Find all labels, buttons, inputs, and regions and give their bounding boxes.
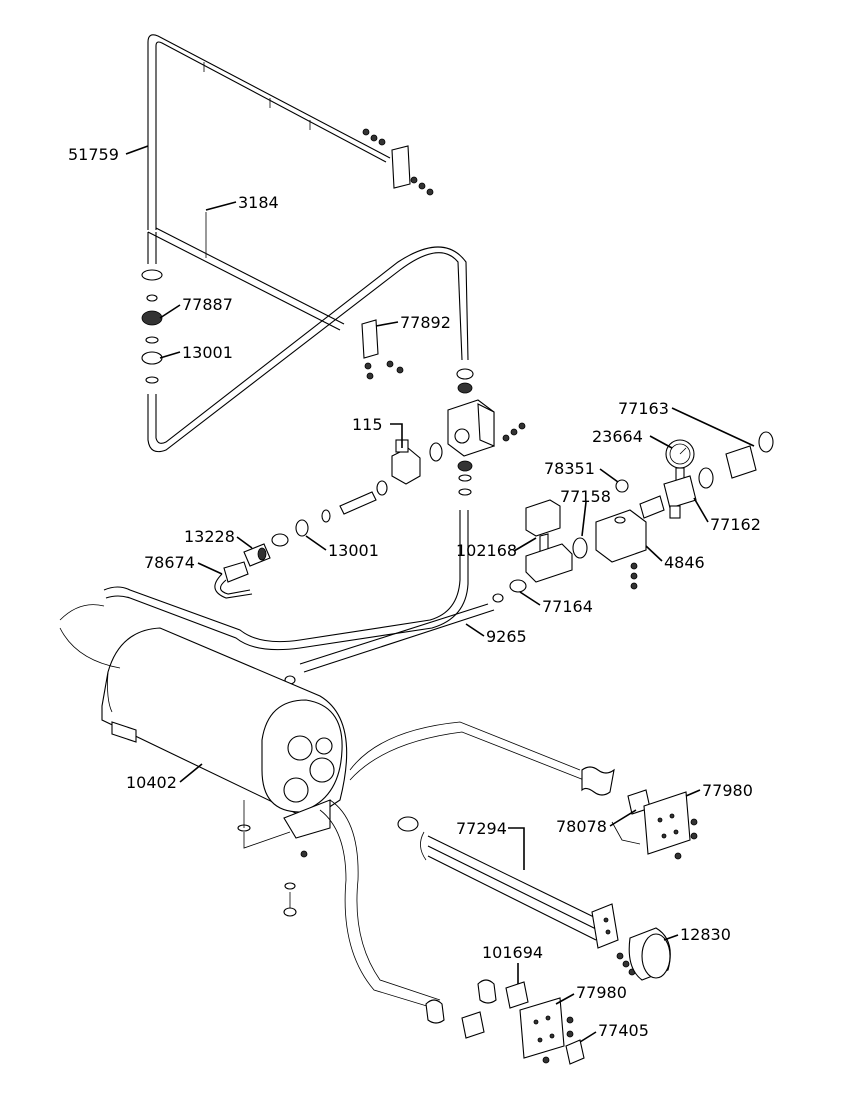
- label-13001-lower: 13001: [328, 541, 379, 560]
- label-78351: 78351: [544, 459, 595, 478]
- label-51759: 51759: [68, 145, 119, 164]
- label-115: 115: [352, 415, 383, 434]
- label-77164: 77164: [542, 597, 593, 616]
- label-77980-lower: 77980: [576, 983, 627, 1002]
- label-78078: 78078: [556, 817, 607, 836]
- label-101694: 101694: [482, 943, 543, 962]
- label-13001-upper: 13001: [182, 343, 233, 362]
- label-10402: 10402: [126, 773, 177, 792]
- part-labels: 51759 3184 77887 13001 77892 115 77163 2…: [68, 145, 761, 1040]
- pipe-frame-51759: [147, 34, 434, 230]
- terminal-block-lower: [461, 981, 585, 1065]
- label-77892: 77892: [400, 313, 451, 332]
- label-13228: 13228: [184, 527, 235, 546]
- label-4846: 4846: [664, 553, 705, 572]
- label-12830: 12830: [680, 925, 731, 944]
- cap-12830: [628, 927, 671, 981]
- label-77162: 77162: [710, 515, 761, 534]
- label-9265: 9265: [486, 627, 527, 646]
- wire-harness: [59, 604, 615, 1024]
- label-23664: 23664: [592, 427, 643, 446]
- valve-assembly-115: [214, 439, 443, 599]
- label-3184: 3184: [238, 193, 279, 212]
- hose-9265: [284, 603, 495, 685]
- pipe-frame-lower: [147, 212, 469, 453]
- gauge-assembly: [615, 431, 774, 519]
- label-77158: 77158: [560, 487, 611, 506]
- label-77887: 77887: [182, 295, 233, 314]
- solenoid-valve-102168: [492, 499, 647, 603]
- tee-fitting: [103, 368, 526, 651]
- heating-element-77294: [397, 816, 636, 976]
- label-77163: 77163: [618, 399, 669, 418]
- label-77980-upper: 77980: [702, 781, 753, 800]
- fitting-stack-77887: [141, 269, 163, 384]
- label-78674: 78674: [144, 553, 195, 572]
- label-77294: 77294: [456, 819, 507, 838]
- terminal-block-upper: [611, 789, 698, 860]
- label-77405: 77405: [598, 1021, 649, 1040]
- tank-10402: [101, 627, 348, 917]
- leader-lines: [125, 145, 755, 1043]
- label-102168: 102168: [456, 541, 517, 560]
